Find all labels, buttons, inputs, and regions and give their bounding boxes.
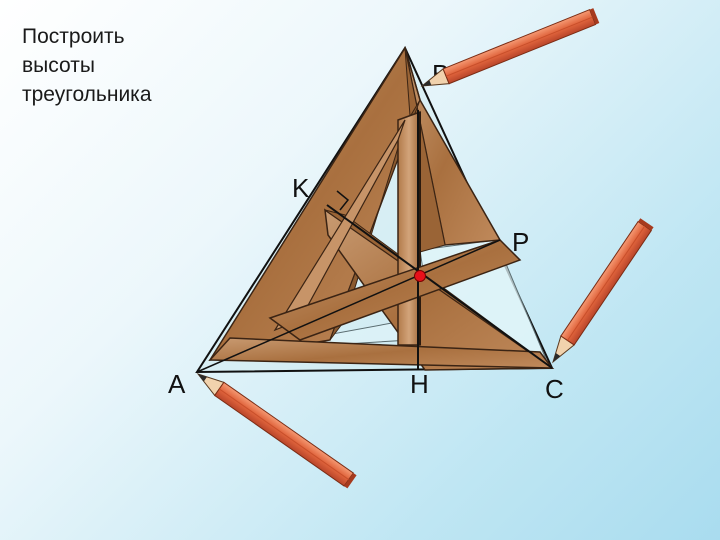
label-vertex-c: C — [545, 374, 564, 404]
altitude-line-ap — [196, 239, 501, 373]
orthocenter-point — [414, 270, 426, 282]
label-point-k: K — [292, 173, 310, 203]
right-angle-mark — [336, 190, 350, 211]
label-vertex-a: A — [168, 369, 186, 399]
pencil-icon — [196, 373, 357, 489]
set-square-icon — [208, 119, 554, 369]
altitude-line-ck — [326, 204, 553, 369]
slide-title: Построить высоты треугольника — [22, 22, 222, 109]
label-point-p: P — [512, 227, 529, 257]
pencil-icon — [552, 218, 654, 364]
title-line-1: Построить — [22, 25, 125, 48]
title-line-3: треугольника — [22, 83, 152, 106]
pencil-icon — [420, 8, 600, 87]
title-line-2: высоты — [22, 54, 95, 77]
set-square-icon — [397, 110, 421, 346]
label-point-h: H — [410, 369, 429, 399]
